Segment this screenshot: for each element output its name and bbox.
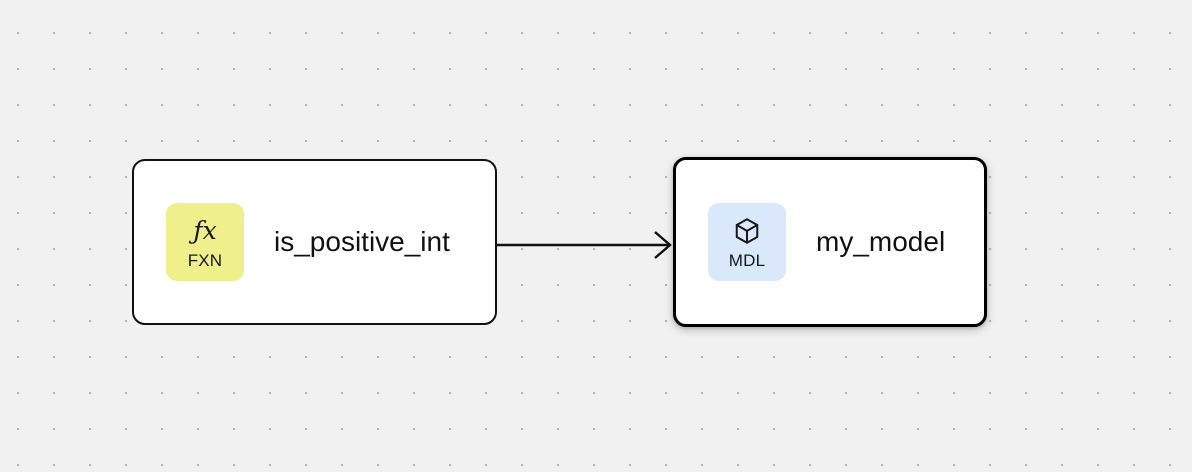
function-icon: ƒx <box>193 216 217 245</box>
edge-is-positive-int-to-my-model[interactable] <box>497 231 672 259</box>
cube-icon <box>732 216 762 246</box>
node-title: my_model <box>816 226 946 257</box>
node-badge-label: MDL <box>728 250 766 270</box>
node-badge-fxn: ƒx FXN <box>166 203 244 281</box>
node-is-positive-int[interactable]: ƒx FXN is_positive_int <box>132 159 497 325</box>
node-title: is_positive_int <box>274 226 450 257</box>
edge-arrowhead-icon <box>654 231 672 259</box>
node-badge-label: FXN <box>187 250 223 270</box>
node-badge-mdl: MDL <box>708 203 786 281</box>
node-my-model[interactable]: MDL my_model <box>673 157 987 327</box>
